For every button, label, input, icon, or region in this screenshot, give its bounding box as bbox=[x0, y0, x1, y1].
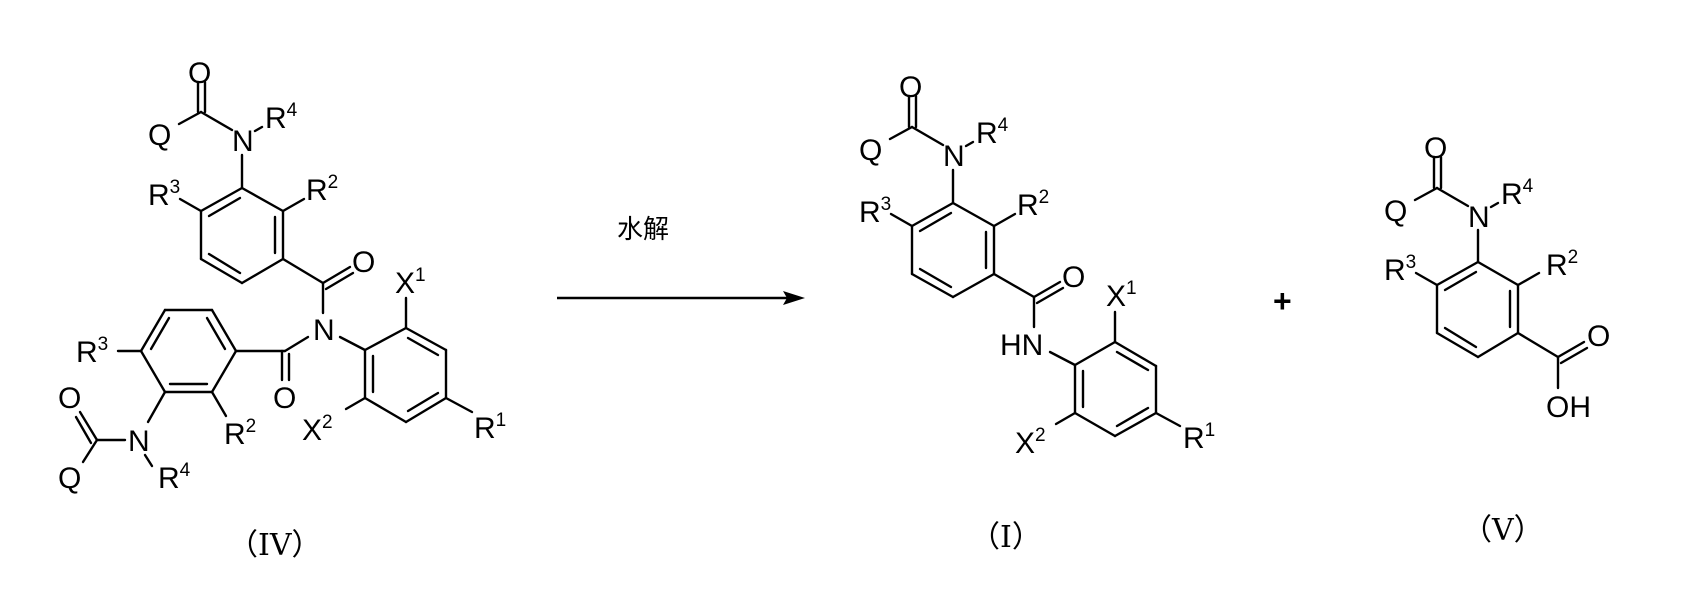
i-r2: R2 bbox=[1017, 187, 1049, 222]
reaction-condition: 水解 bbox=[617, 215, 669, 245]
iv-top-carbonyl-oxygen: O bbox=[188, 57, 211, 90]
i-benzene-ring bbox=[910, 201, 996, 299]
v-r4: R4 bbox=[1501, 176, 1534, 211]
iv-top-nitrogen: N bbox=[232, 125, 254, 158]
iv-bottom-r2: R2 bbox=[224, 416, 256, 451]
iv-aniline-ring bbox=[363, 326, 448, 424]
iv-top-amide-oxygen: O bbox=[352, 246, 375, 279]
i-r3: R3 bbox=[859, 194, 891, 229]
i-x2: X2 bbox=[1015, 425, 1046, 460]
compound-i-label: （I） bbox=[970, 520, 1042, 555]
iv-bottom-r3: R3 bbox=[76, 334, 108, 369]
iv-top-r3: R3 bbox=[148, 177, 180, 212]
v-carbonyl-oxygen: O bbox=[1424, 132, 1447, 165]
v-q: Q bbox=[1384, 195, 1407, 228]
plus-sign: + bbox=[1273, 283, 1292, 319]
i-amide-nh: HN bbox=[1000, 329, 1043, 362]
v-r3: R3 bbox=[1384, 252, 1416, 287]
i-nitrogen: N bbox=[943, 140, 965, 173]
i-aniline-ring bbox=[1073, 340, 1158, 438]
i-x1: X1 bbox=[1106, 278, 1137, 313]
compound-iv-label: （IV） bbox=[228, 528, 322, 563]
iv-x1: X1 bbox=[395, 265, 426, 300]
iv-bottom-benzene-ring bbox=[139, 308, 238, 394]
i-amide-oxygen: O bbox=[1062, 261, 1085, 294]
arrow-head-icon bbox=[783, 291, 805, 305]
i-r1: R1 bbox=[1183, 420, 1215, 455]
iv-x2: X2 bbox=[302, 412, 333, 447]
i-r4: R4 bbox=[976, 115, 1009, 150]
v-r2: R2 bbox=[1546, 247, 1578, 282]
compound-i: O Q N R4 R3 R2 O HN X1 X2 R1 （I） bbox=[859, 71, 1215, 555]
iv-top-benzene-ring bbox=[199, 186, 285, 285]
v-acid-oxygen: O bbox=[1587, 320, 1610, 353]
iv-top-r2: R2 bbox=[306, 172, 338, 207]
iv-bottom-q: Q bbox=[58, 462, 81, 495]
iv-top-r4: R4 bbox=[265, 100, 298, 135]
v-hydroxyl: OH bbox=[1546, 391, 1591, 424]
iv-bottom-amide-oxygen: O bbox=[273, 382, 296, 415]
compound-v-label: （V） bbox=[1462, 513, 1544, 548]
reaction-arrow: 水解 bbox=[557, 215, 805, 305]
iv-imide-nitrogen: N bbox=[313, 314, 335, 347]
i-carbonyl-oxygen: O bbox=[899, 71, 922, 104]
iv-bottom-r4: R4 bbox=[158, 460, 191, 495]
iv-r1: R1 bbox=[474, 410, 506, 445]
iv-bottom-carbonyl-oxygen: O bbox=[58, 382, 81, 415]
v-benzene-ring bbox=[1435, 260, 1520, 359]
i-q: Q bbox=[859, 134, 882, 167]
compound-iv: O Q N R4 R3 R2 O N X1 X2 R1 R3 O O N R2 … bbox=[58, 57, 506, 563]
iv-bottom-nitrogen: N bbox=[128, 425, 150, 458]
iv-top-q: Q bbox=[148, 119, 171, 152]
compound-v: O Q N R4 R3 R2 O OH （V） bbox=[1384, 132, 1610, 548]
v-nitrogen: N bbox=[1468, 201, 1490, 234]
